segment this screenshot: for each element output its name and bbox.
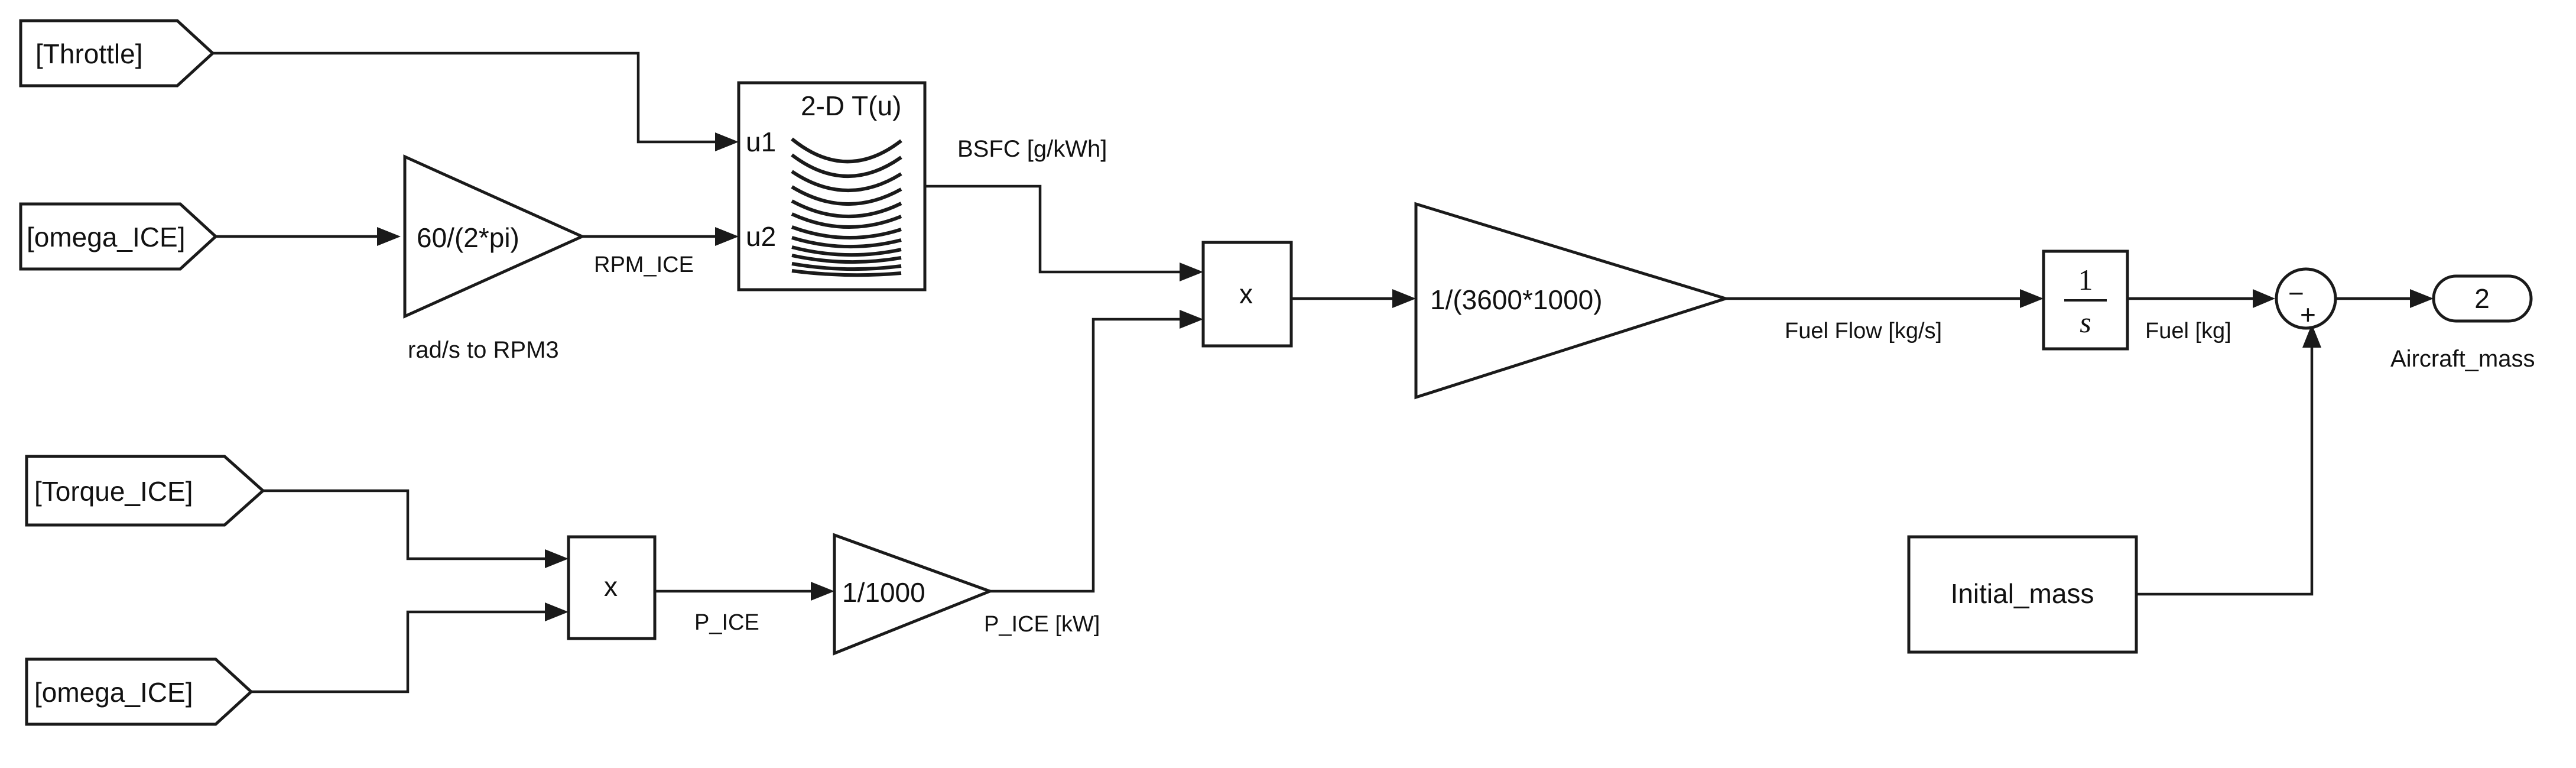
wire-throttle[interactable] xyxy=(213,51,716,144)
gain-rpm-value: 60/(2*pi) xyxy=(417,222,519,253)
arrow-gain-rpm xyxy=(377,227,401,246)
arrow-gain-kw xyxy=(811,582,834,601)
from-omega-ice-1[interactable]: [omega_ICE] xyxy=(19,202,218,271)
product-2-symbol: x xyxy=(604,571,618,602)
signal-p-ice-label: P_ICE xyxy=(694,610,759,635)
signal-rpm-ice-label: RPM_ICE xyxy=(594,252,694,277)
lookup-curves-icon xyxy=(791,137,902,277)
wire-initial-mass[interactable] xyxy=(2136,346,2314,596)
wire-bsfc[interactable] xyxy=(925,184,1180,274)
arrow-u1 xyxy=(715,132,739,151)
outport-block[interactable]: 2 xyxy=(2432,274,2533,323)
lookup-table-block[interactable]: 2-D T(u) u1 u2 xyxy=(737,81,927,291)
arrow-u2 xyxy=(715,227,739,246)
arrow-product-2-in1 xyxy=(545,549,569,568)
lookup-title: 2-D T(u) xyxy=(801,90,901,121)
from-omega-ice-2-label: [omega_ICE] xyxy=(34,677,193,708)
from-throttle[interactable]: [Throttle] xyxy=(19,19,215,88)
sum-minus-sign: − xyxy=(2288,278,2304,309)
signal-bsfc-label: BSFC [g/kWh] xyxy=(957,136,1107,162)
wire-omega-2[interactable] xyxy=(251,610,545,694)
gain-fuel-value: 1/(3600*1000) xyxy=(1430,284,1603,315)
from-torque-ice-label: [Torque_ICE] xyxy=(34,476,193,507)
product-block-2[interactable]: x xyxy=(567,535,657,640)
initial-mass-block[interactable]: Initial_mass xyxy=(1907,535,2138,654)
gain-fuel-block[interactable]: 1/(3600*1000) xyxy=(1414,202,1731,400)
signal-p-ice-kw-label: P_ICE [kW] xyxy=(984,612,1100,637)
gain-kw-value: 1/1000 xyxy=(842,577,925,608)
arrow-gain-fuel xyxy=(1392,289,1416,308)
arrow-sum-in1 xyxy=(2253,289,2275,308)
lookup-port-u1: u1 xyxy=(746,127,776,157)
signal-fuel-flow-label: Fuel Flow [kg/s] xyxy=(1785,319,1942,344)
integrator-block[interactable]: 1 s xyxy=(2042,249,2129,351)
integrator-numerator: 1 xyxy=(2078,263,2093,296)
sum-plus-sign: + xyxy=(2300,299,2316,330)
lookup-port-u2: u2 xyxy=(746,221,776,252)
gain-kw-block[interactable]: 1/1000 xyxy=(833,533,995,656)
from-omega-ice-2[interactable]: [omega_ICE] xyxy=(25,657,254,726)
product-1-symbol: x xyxy=(1239,278,1253,309)
arrow-outport xyxy=(2410,289,2434,308)
sum-block[interactable]: − + xyxy=(2275,267,2337,330)
signal-fuel-label: Fuel [kg] xyxy=(2145,319,2231,344)
wire-p-ice-kw[interactable] xyxy=(990,317,1180,593)
from-torque-ice[interactable]: [Torque_ICE] xyxy=(25,455,265,527)
arrow-product-1-in2 xyxy=(1180,310,1203,329)
arrow-product-2-in2 xyxy=(545,602,569,621)
from-throttle-label: [Throttle] xyxy=(35,38,143,69)
wire-torque[interactable] xyxy=(263,489,545,560)
product-block-1[interactable]: x xyxy=(1201,241,1293,348)
initial-mass-label: Initial_mass xyxy=(1951,578,2094,609)
from-omega-ice-1-label: [omega_ICE] xyxy=(27,222,185,252)
arrow-product-1-in1 xyxy=(1180,263,1203,281)
outport-name: Aircraft_mass xyxy=(2390,346,2535,372)
signal-wires xyxy=(213,51,2434,694)
outport-number: 2 xyxy=(2474,283,2490,314)
gain-rpm-block[interactable]: 60/(2*pi) xyxy=(403,154,586,319)
gain-rpm-name: rad/s to RPM3 xyxy=(408,337,559,363)
arrow-integrator xyxy=(2020,289,2044,308)
integrator-denominator: s xyxy=(2080,306,2091,339)
arrow-sum-in2 xyxy=(2302,324,2321,348)
